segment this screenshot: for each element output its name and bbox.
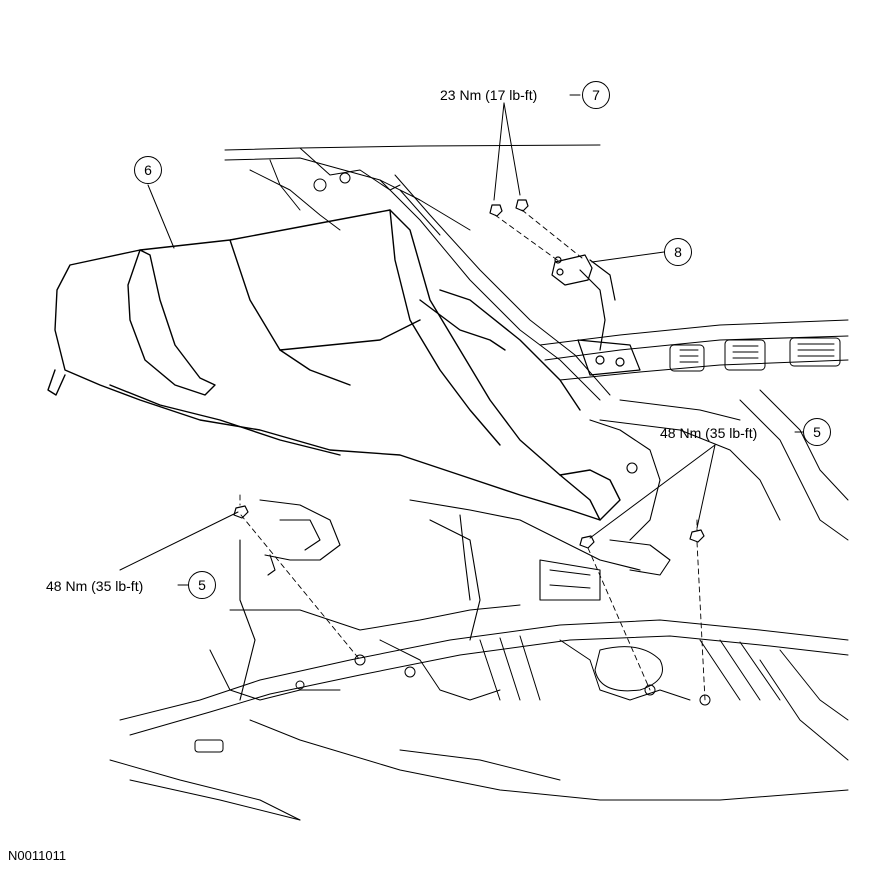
seat-latch-assembly xyxy=(551,254,641,376)
callout-8: 8 xyxy=(664,238,692,266)
seat-cushion xyxy=(47,209,621,521)
nut-5-right xyxy=(689,529,705,543)
callout-5-left: 5 xyxy=(188,571,216,599)
floor-pan xyxy=(109,604,849,821)
torque-label-bolts: 23 Nm (17 lb-ft) xyxy=(440,87,538,103)
callout-5-right: 5 xyxy=(803,418,831,446)
callout-6: 6 xyxy=(134,156,162,184)
bolt-7-right xyxy=(515,199,529,212)
torque-label-nuts-left: 48 Nm (35 lb-ft) xyxy=(46,578,144,594)
rear-pillar-structure xyxy=(224,144,611,401)
seat-frame xyxy=(239,419,671,701)
leader-lines xyxy=(119,94,804,586)
nut-5-center xyxy=(579,535,595,549)
bolt-7-left xyxy=(489,204,503,217)
alignment-lines xyxy=(239,209,706,701)
cargo-frame xyxy=(539,319,849,541)
fasteners xyxy=(233,199,705,549)
figure-id: N0011011 xyxy=(8,848,67,863)
torque-label-nuts-right: 48 Nm (35 lb-ft) xyxy=(660,425,758,441)
nut-5-left xyxy=(233,505,249,519)
callout-7: 7 xyxy=(582,81,610,109)
